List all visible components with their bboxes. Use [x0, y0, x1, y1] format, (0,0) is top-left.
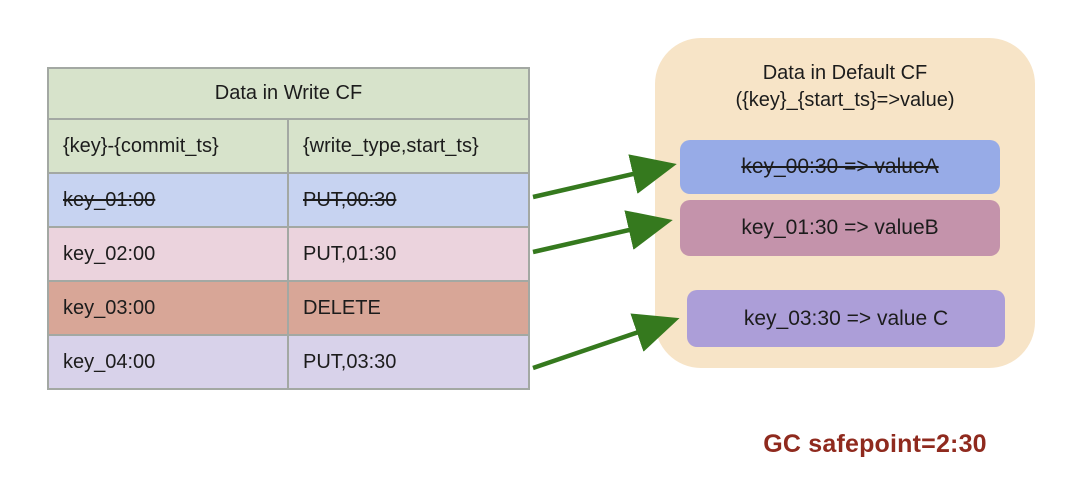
default-cf-entry-2-label: key_01:30 => valueB: [741, 216, 939, 239]
write-cf-column-header-writetype: {write_type,start_ts}: [303, 134, 479, 157]
default-cf-panel-title: Data in Default CF ({key}_{start_ts}=>va…: [655, 60, 1035, 114]
write-cf-row1-value: PUT,00:30: [303, 188, 397, 211]
write-cf-row1-key: key_01:00: [49, 174, 289, 226]
table-row: key_01:00 PUT,00:30: [49, 174, 528, 228]
table-row: key_04:00 PUT,03:30: [49, 336, 528, 388]
default-cf-entry-1-label: key_00:30 => valueA: [741, 155, 939, 178]
write-cf-row2-key: key_02:00: [49, 228, 289, 280]
default-cf-panel: Data in Default CF ({key}_{start_ts}=>va…: [655, 38, 1035, 368]
write-cf-row3-key: key_03:00: [49, 282, 289, 334]
write-cf-row3-value: DELETE: [303, 296, 381, 319]
write-cf-row4-value: PUT,03:30: [303, 350, 397, 373]
write-cf-header-row: {key}-{commit_ts} {write_type,start_ts}: [49, 120, 528, 174]
write-cf-column-header-key: {key}-{commit_ts}: [49, 120, 289, 172]
default-cf-entry-3: key_03:30 => value C: [687, 290, 1005, 347]
default-cf-title-line1: Data in Default CF: [762, 62, 928, 84]
write-cf-row4-key: key_04:00: [49, 336, 289, 388]
arrow-row4-to-entry3: [532, 313, 680, 371]
default-cf-entry-1: key_00:30 => valueA: [680, 140, 1000, 194]
table-row: key_02:00 PUT,01:30: [49, 228, 528, 282]
arrow-row1-to-entry1: [532, 154, 677, 200]
write-cf-table: Data in Write CF {key}-{commit_ts} {writ…: [47, 67, 530, 390]
write-cf-table-title: Data in Write CF: [49, 69, 528, 120]
table-row: key_03:00 DELETE: [49, 282, 528, 336]
default-cf-title-line2: ({key}_{start_ts}=>value): [735, 89, 955, 111]
default-cf-entry-3-label: key_03:30 => value C: [743, 306, 949, 330]
write-cf-row2-value: PUT,01:30: [303, 242, 397, 265]
default-cf-entry-2: key_01:30 => valueB: [680, 200, 1000, 256]
gc-safepoint-label: GC safepoint=2:30: [763, 430, 987, 458]
arrow-row2-to-entry2: [532, 210, 673, 255]
